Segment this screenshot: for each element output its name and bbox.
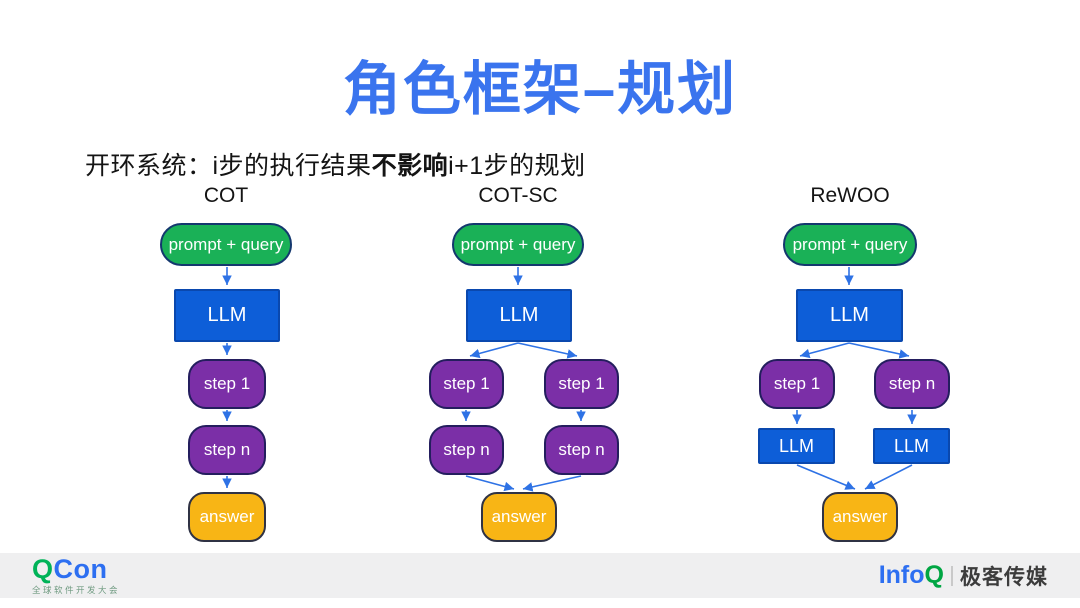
cotsc-node-llm: LLM (466, 289, 572, 342)
cotsc-node-step1-left: step 1 (429, 359, 504, 409)
subtitle: 开环系统：i步的执行结果不影响i+1步的规划 (85, 146, 586, 182)
infoq-wordmark: InfoQ (879, 563, 944, 588)
diagram-heading-cot-sc: COT-SC (478, 184, 558, 207)
infoq-letters-info: Info (878, 561, 925, 589)
cot-node-llm: LLM (174, 289, 280, 342)
qcon-logo: QCon 全球软件开发大会 (32, 556, 120, 595)
cotsc-node-stepn-left: step n (429, 425, 504, 475)
qcon-letter-q: Q (32, 554, 54, 585)
diagram-heading-cot: COT (203, 184, 249, 207)
subtitle-suffix: i+1步的规划 (448, 152, 586, 180)
diagram-heading-rewoo: ReWOO (810, 184, 890, 207)
cotsc-node-prompt-query: prompt + query (452, 223, 584, 266)
qcon-wordmark: QCon (32, 556, 120, 583)
qcon-tagline: 全球软件开发大会 (32, 585, 121, 596)
qcon-letters-con: Con (53, 554, 108, 585)
footer-bar: QCon 全球软件开发大会 InfoQ 极客传媒 (0, 553, 1080, 598)
cot-node-prompt-query: prompt + query (160, 223, 292, 266)
cotsc-node-step1-right: step 1 (544, 359, 619, 409)
rewoo-node-llm: LLM (796, 289, 903, 342)
page-title: 角色框架–规划 (342, 57, 738, 122)
cot-node-answer: answer (188, 492, 266, 542)
flow-arrows (222, 267, 917, 492)
infoq-divider (951, 565, 953, 586)
rewoo-node-stepn: step n (874, 359, 950, 409)
infoq-letter-q: Q (924, 561, 944, 589)
infoq-brand-name: 极客传媒 (960, 565, 1048, 589)
subtitle-prefix: 开环系统：i步的执行结果 (85, 152, 372, 180)
rewoo-node-llm-right: LLM (873, 428, 950, 464)
rewoo-node-answer: answer (822, 492, 898, 542)
rewoo-node-prompt-query: prompt + query (783, 223, 917, 266)
cot-node-step1: step 1 (188, 359, 266, 409)
cotsc-node-answer: answer (481, 492, 557, 542)
cotsc-node-stepn-right: step n (544, 425, 619, 475)
rewoo-node-llm-left: LLM (758, 428, 835, 464)
cot-node-stepn: step n (188, 425, 266, 475)
diagram-area: prompt + query LLM step 1 step n answer … (0, 215, 1080, 560)
subtitle-emphasis: 不影响 (371, 152, 449, 180)
infoq-logo: InfoQ 极客传媒 (879, 561, 1048, 591)
rewoo-node-step1: step 1 (759, 359, 835, 409)
